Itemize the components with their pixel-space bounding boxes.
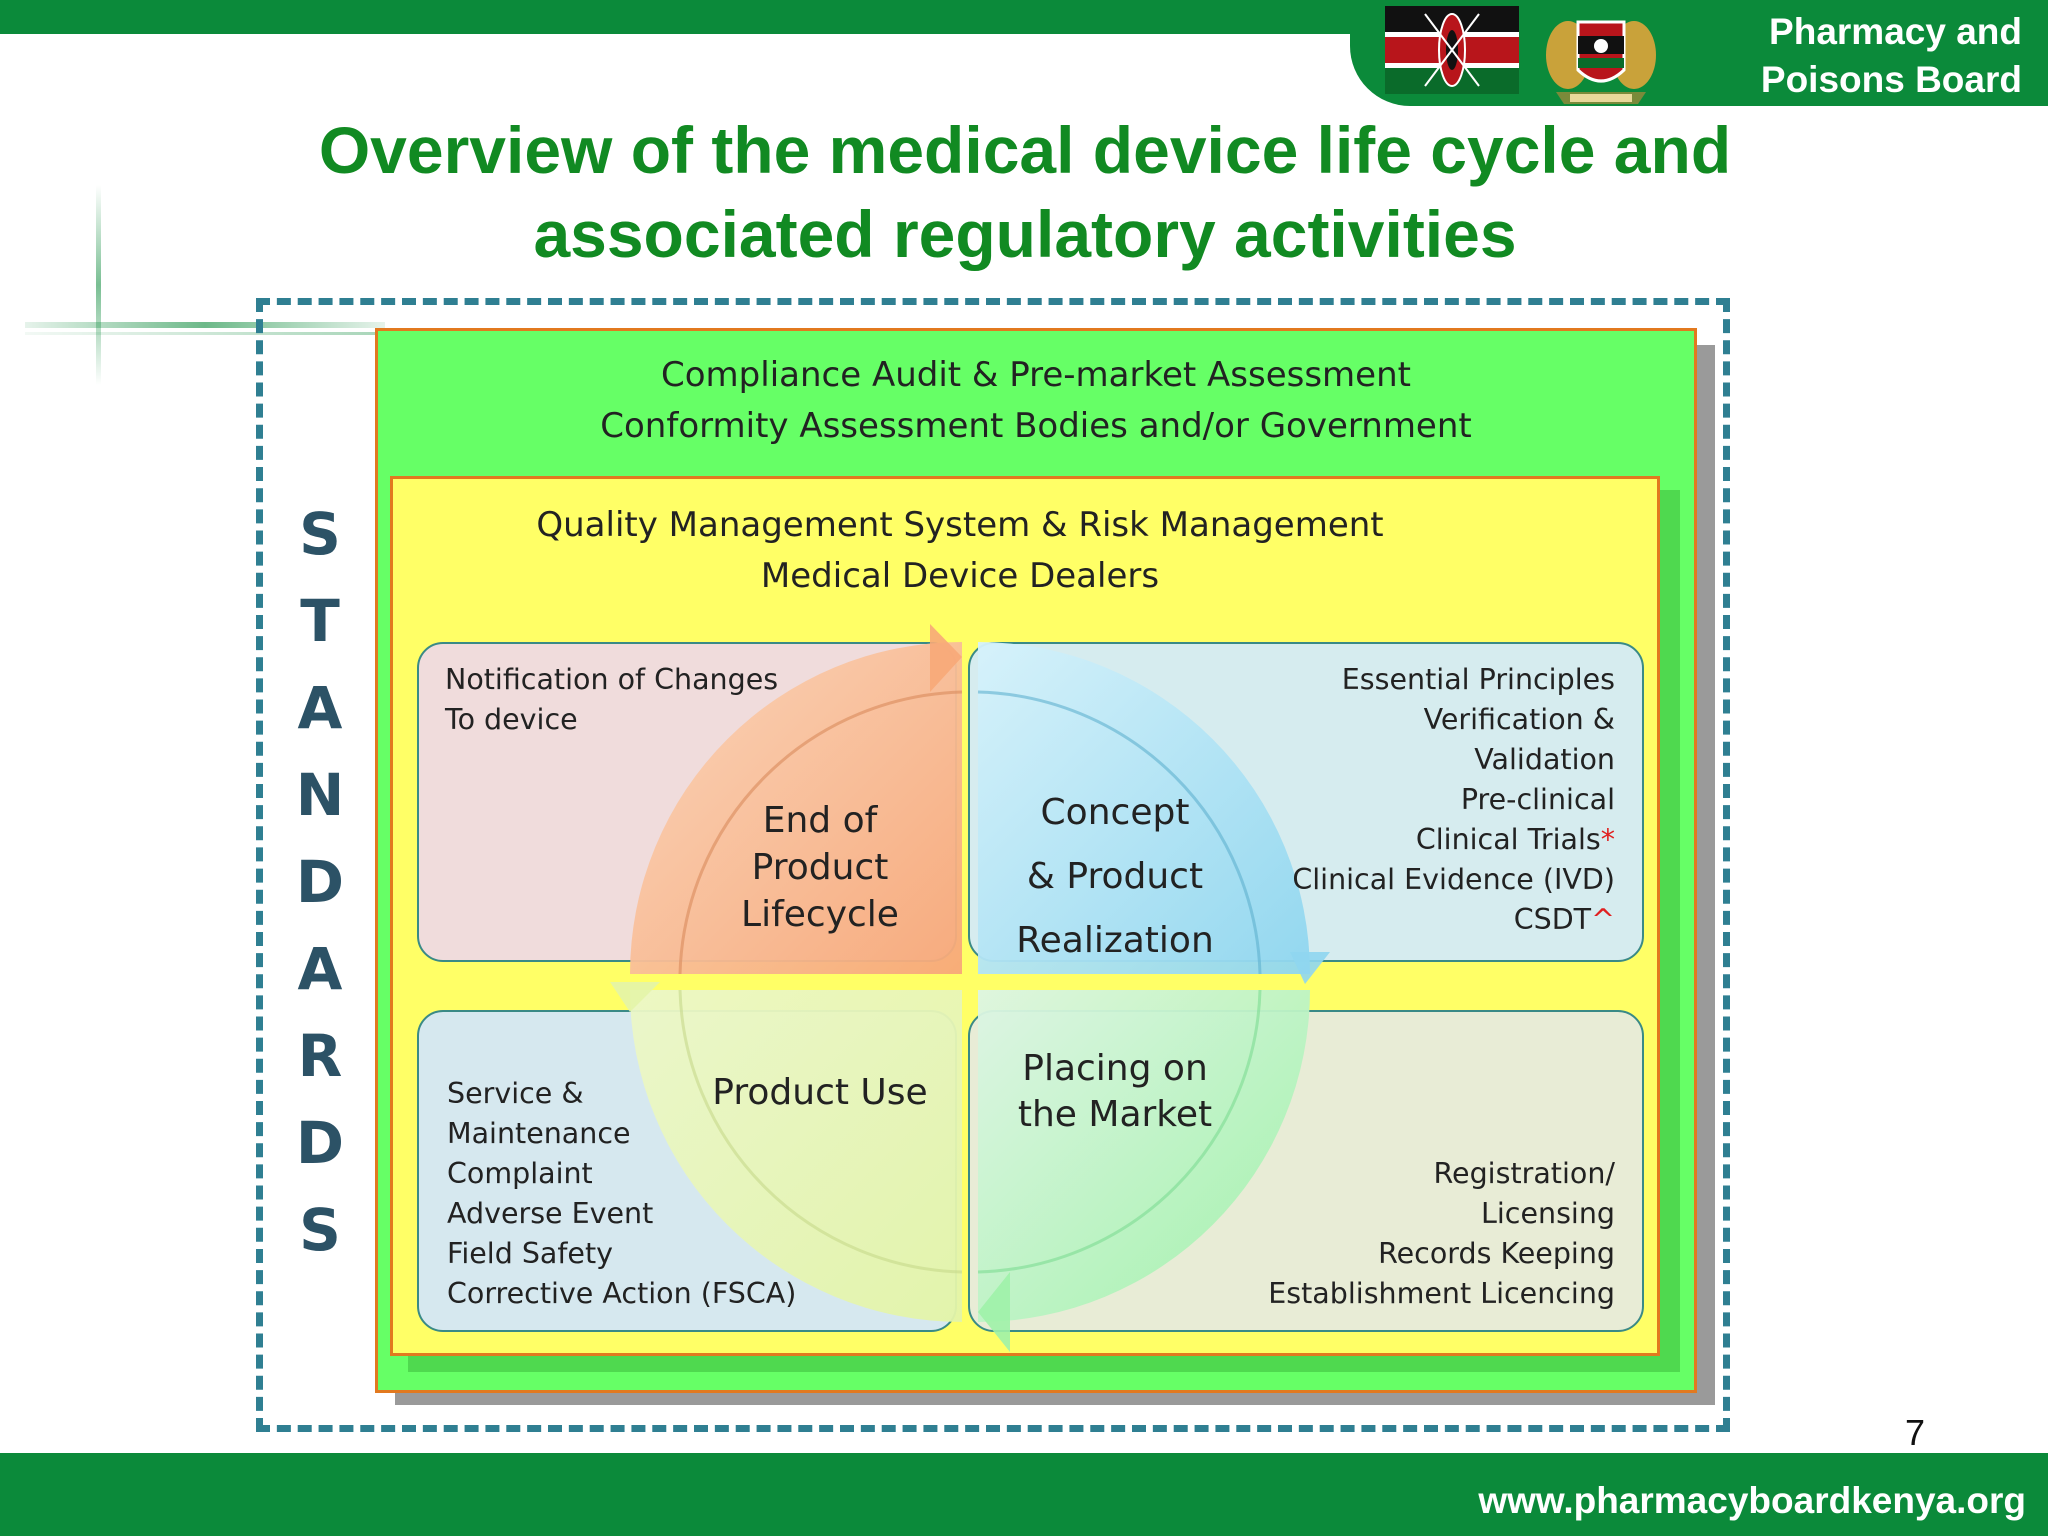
placing-segment [978, 990, 1310, 1322]
standards-letter: A [297, 935, 343, 1003]
org-name: Pharmacy and Poisons Board [1702, 8, 2022, 104]
quadrant-item: Pre-clinical [1460, 783, 1615, 816]
quadrant-item: Essential Principles [1341, 663, 1615, 696]
quality-management-line2: Medical Device Dealers [760, 556, 1160, 596]
post-market-activities-text: Service & Maintenance Complaint Adverse … [447, 1074, 847, 1314]
quadrant-item-clinical-trials: Clinical Trials* [1200, 820, 1615, 860]
footer-website-link[interactable]: www.pharmacyboardkenya.org [1478, 1480, 2026, 1521]
quality-management-line1: Quality Management System & Risk Managem… [536, 505, 1384, 545]
header-curve [0, 34, 1355, 114]
standards-letter: R [297, 1022, 343, 1090]
org-name-line2: Poisons Board [1760, 59, 2022, 100]
arrow-head-icon [930, 624, 962, 692]
decorative-line [96, 185, 101, 385]
standards-letter: N [295, 761, 345, 829]
concept-realization-label: Concept & Product Realization [995, 781, 1235, 973]
standards-frame [256, 298, 1730, 1432]
cycle-label-line: Product [751, 847, 889, 888]
quadrant-item: Complaint [447, 1157, 593, 1190]
quadrant-item: To device [445, 703, 578, 736]
notification-text: Notification of Changes To device [445, 660, 845, 740]
standards-letter: D [295, 848, 345, 916]
end-of-life-segment [630, 642, 962, 974]
compliance-audit-heading: Compliance Audit & Pre-market Assessment… [375, 350, 1697, 452]
org-name-line1: Pharmacy and [1769, 11, 2022, 52]
kenya-flag-icon [1385, 6, 1519, 94]
caret-mark: ^ [1591, 903, 1615, 936]
quadrant-item: CSDT [1513, 903, 1592, 936]
quality-management-heading: Quality Management System & Risk Managem… [390, 500, 1530, 602]
asterisk-mark: * [1600, 823, 1615, 856]
quadrant-item: Clinical Trials [1415, 823, 1601, 856]
product-use-segment [630, 990, 962, 1322]
decorative-line [25, 322, 385, 328]
standards-letter: S [299, 1196, 341, 1264]
quadrant-item: Verification & [1423, 703, 1615, 736]
cycle-label-line: the Market [1017, 1094, 1213, 1135]
quadrant-item: Licensing [1481, 1197, 1615, 1230]
standards-letter: T [300, 587, 340, 655]
compliance-audit-line2: Conformity Assessment Bodies and/or Gove… [600, 406, 1472, 446]
cycle-label-line: Concept [1040, 792, 1190, 833]
placing-on-market-label: Placing on the Market [995, 1046, 1235, 1138]
concept-segment [978, 642, 1310, 974]
arrow-head-icon [1290, 952, 1330, 984]
market-activities-text: Registration/ Licensing Records Keeping … [1215, 1154, 1615, 1314]
slide-title-line1: Overview of the medical device life cycl… [318, 113, 1732, 187]
footer-band [0, 1453, 2048, 1536]
product-use-label: Product Use [712, 1072, 928, 1113]
page-number: 7 [1904, 1412, 1926, 1453]
premarket-activities-text: Essential Principles Verification & Vali… [1200, 660, 1615, 940]
slide-title: Overview of the medical device life cycl… [150, 108, 1900, 276]
cycle-label-line: & Product [1026, 856, 1204, 897]
cycle-label-line: Lifecycle [741, 894, 899, 935]
quadrant-item: Establishment Licencing [1268, 1277, 1615, 1310]
arrow-head-icon [978, 1272, 1010, 1352]
quadrant-item: Adverse Event [447, 1197, 654, 1230]
quadrant-item-csdt: CSDT^ [1200, 900, 1615, 940]
quadrant-item: Field Safety [447, 1237, 614, 1270]
quadrant-item: Maintenance [447, 1117, 631, 1150]
standards-letter: S [299, 500, 341, 568]
standards-letter: D [295, 1109, 345, 1177]
cycle-label-line: End of [762, 800, 878, 841]
quadrant-item: Clinical Evidence (IVD) [1292, 863, 1615, 896]
arrow-head-icon [610, 982, 660, 1012]
standards-letter: A [297, 674, 343, 742]
end-of-life-label: End of Product Lifecycle [700, 797, 940, 938]
coat-of-arms-icon [1546, 20, 1656, 104]
quadrant-item: Service & [447, 1077, 584, 1110]
slide-title-line2: associated regulatory activities [533, 197, 1517, 271]
quadrant-item: Corrective Action (FSCA) [447, 1277, 797, 1310]
lifecycle-wheel [610, 624, 1330, 1352]
cycle-label-line: Realization [1016, 920, 1214, 961]
quadrant-item: Registration/ [1433, 1157, 1615, 1190]
quadrant-item: Notification of Changes [445, 663, 779, 696]
cycle-label-line: Placing on [1022, 1048, 1208, 1089]
quadrant-item: Records Keeping [1378, 1237, 1615, 1270]
quadrant-item: Validation [1474, 743, 1615, 776]
compliance-audit-line1: Compliance Audit & Pre-market Assessment [661, 355, 1411, 395]
